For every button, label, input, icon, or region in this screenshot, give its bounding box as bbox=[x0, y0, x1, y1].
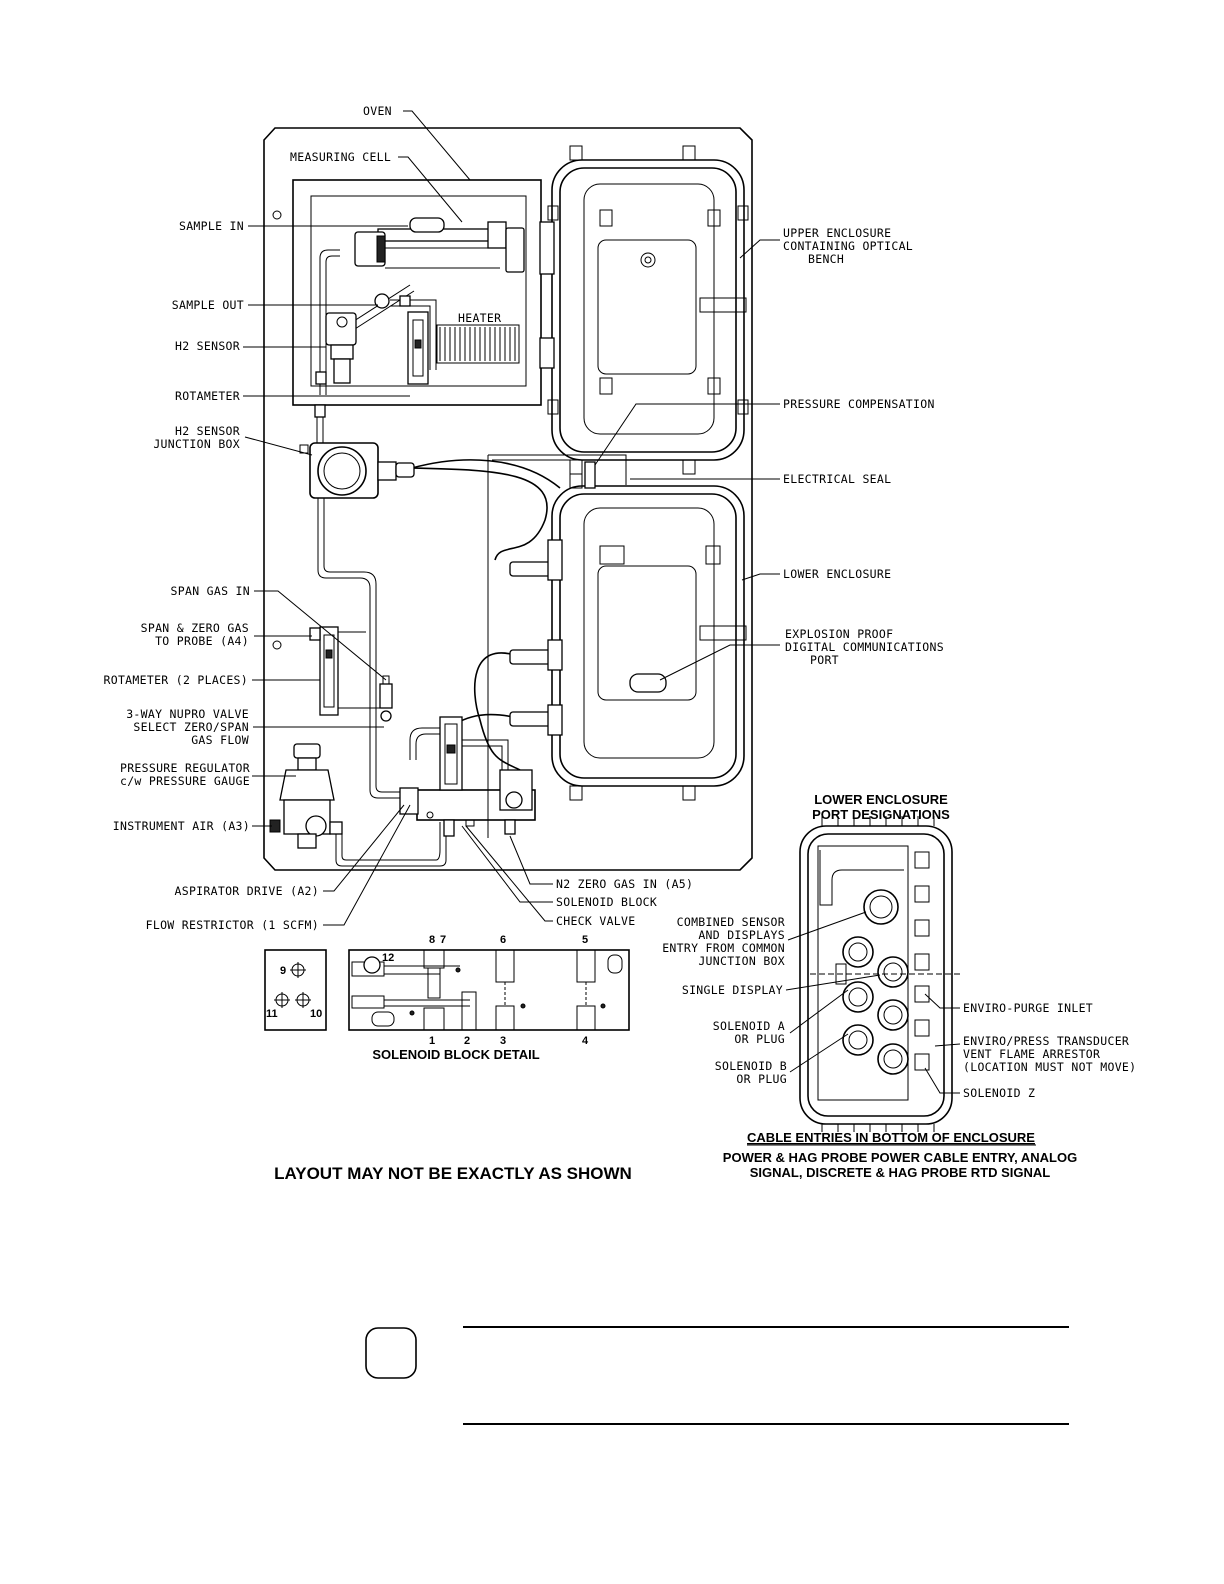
label-heater: HEATER bbox=[458, 311, 501, 325]
nupro-valve bbox=[379, 675, 393, 722]
port-leader-lines bbox=[785, 911, 961, 1094]
port-9: 9 bbox=[280, 965, 286, 977]
label-solenoid-z: SOLENOID Z bbox=[963, 1086, 1035, 1100]
solenoid-block-detail bbox=[264, 949, 630, 1031]
label-instrument-air: INSTRUMENT AIR (A3) bbox=[113, 819, 250, 833]
port-title-2: PORT DESIGNATIONS bbox=[812, 807, 950, 822]
label-regulator-1: PRESSURE REGULATOR bbox=[120, 761, 250, 775]
label-enviro-press-1: ENVIRO/PRESS TRANSDUCER bbox=[963, 1034, 1129, 1048]
port-title-1: LOWER ENCLOSURE bbox=[814, 792, 948, 807]
port-4: 4 bbox=[582, 1035, 589, 1047]
label-electrical-seal: ELECTRICAL SEAL bbox=[783, 472, 891, 486]
label-span-zero-2: TO PROBE (A4) bbox=[155, 634, 249, 648]
upper-enclosure bbox=[539, 159, 747, 461]
port-8: 8 bbox=[429, 934, 435, 946]
solenoid-block bbox=[399, 716, 536, 837]
lower-enclosure bbox=[551, 473, 747, 801]
label-solenoid-a-2: OR PLUG bbox=[734, 1032, 785, 1046]
rotameter-left bbox=[309, 626, 380, 716]
upper-bolts bbox=[547, 145, 749, 475]
cable-line-2: SIGNAL, DISCRETE & HAG PROBE RTD SIGNAL bbox=[750, 1165, 1051, 1180]
leader-lines bbox=[243, 110, 780, 926]
label-solenoid-block: SOLENOID BLOCK bbox=[556, 895, 657, 909]
label-combined-3: ENTRY FROM COMMON bbox=[662, 941, 785, 955]
label-measuring-cell: MEASURING CELL bbox=[290, 150, 391, 164]
pressure-regulator bbox=[269, 743, 343, 849]
port-5: 5 bbox=[582, 934, 588, 946]
port-11: 11 bbox=[266, 1008, 278, 1020]
port-3: 3 bbox=[500, 1035, 506, 1047]
label-xp-1: EXPLOSION PROOF bbox=[785, 627, 893, 641]
h2-junction-box bbox=[299, 417, 415, 499]
label-flow-restrictor: FLOW RESTRICTOR (1 SCFM) bbox=[146, 918, 319, 932]
label-combined-4: JUNCTION BOX bbox=[698, 954, 785, 968]
label-nupro-3: GAS FLOW bbox=[191, 733, 249, 747]
port-6: 6 bbox=[500, 934, 506, 946]
label-upper-2: CONTAINING OPTICAL bbox=[783, 239, 913, 253]
label-rotameter: ROTAMETER bbox=[175, 389, 240, 403]
label-regulator-2: c/w PRESSURE GAUGE bbox=[120, 774, 250, 788]
label-pressure-comp: PRESSURE COMPENSATION bbox=[783, 397, 935, 411]
label-oven: OVEN bbox=[363, 104, 392, 118]
label-enviro-press-3: (LOCATION MUST NOT MOVE) bbox=[963, 1060, 1136, 1074]
label-sample-out: SAMPLE OUT bbox=[172, 298, 244, 312]
mounting-hole bbox=[272, 210, 282, 220]
label-upper-1: UPPER ENCLOSURE bbox=[783, 226, 891, 240]
label-lower-enclosure: LOWER ENCLOSURE bbox=[783, 567, 891, 581]
label-xp-2: DIGITAL COMMUNICATIONS bbox=[785, 640, 944, 654]
port-2: 2 bbox=[464, 1035, 470, 1047]
label-combined-1: COMBINED SENSOR bbox=[677, 915, 785, 929]
oven bbox=[292, 179, 542, 418]
label-single-display: SINGLE DISPLAY bbox=[682, 983, 783, 997]
label-h2-sensor: H2 SENSOR bbox=[175, 339, 240, 353]
label-aspirator: ASPIRATOR DRIVE (A2) bbox=[175, 884, 319, 898]
label-enviro-purge: ENVIRO-PURGE INLET bbox=[963, 1001, 1093, 1015]
cable-title: CABLE ENTRIES IN BOTTOM OF ENCLOSURE bbox=[747, 1130, 1035, 1145]
port-designations-enclosure bbox=[799, 816, 960, 1132]
label-nupro-2: SELECT ZERO/SPAN bbox=[133, 720, 249, 734]
label-xp-3: PORT bbox=[810, 653, 839, 667]
label-solenoid-detail: SOLENOID BLOCK DETAIL bbox=[372, 1047, 539, 1062]
label-h2-junction-2: JUNCTION BOX bbox=[153, 437, 240, 451]
label-upper-3: BENCH bbox=[808, 252, 844, 266]
port-10: 10 bbox=[310, 1008, 322, 1020]
label-solenoid-b-1: SOLENOID B bbox=[715, 1059, 787, 1073]
port-12: 12 bbox=[382, 952, 394, 964]
label-nupro-1: 3-WAY NUPRO VALVE bbox=[126, 707, 249, 721]
label-n2-zero: N2 ZERO GAS IN (A5) bbox=[556, 877, 693, 891]
layout-note: LAYOUT MAY NOT BE EXACTLY AS SHOWN bbox=[274, 1164, 632, 1183]
label-span-gas-in: SPAN GAS IN bbox=[171, 584, 250, 598]
label-sample-in: SAMPLE IN bbox=[179, 219, 244, 233]
label-h2-junction-1: H2 SENSOR bbox=[175, 424, 240, 438]
label-rotameter-2: ROTAMETER (2 PLACES) bbox=[104, 673, 248, 687]
label-solenoid-b-2: OR PLUG bbox=[736, 1072, 787, 1086]
port-7: 7 bbox=[440, 934, 446, 946]
label-solenoid-a-1: SOLENOID A bbox=[713, 1019, 785, 1033]
label-span-zero-1: SPAN & ZERO GAS bbox=[141, 621, 249, 635]
label-check-valve: CHECK VALVE bbox=[556, 914, 635, 928]
mounting-hole bbox=[272, 640, 282, 650]
note-icon-box bbox=[365, 1327, 417, 1379]
cable-line-1: POWER & HAG PROBE POWER CABLE ENTRY, ANA… bbox=[723, 1150, 1077, 1165]
backplate bbox=[263, 127, 753, 871]
label-enviro-press-2: VENT FLAME ARRESTOR bbox=[963, 1047, 1100, 1061]
heater bbox=[436, 324, 520, 364]
port-1: 1 bbox=[429, 1035, 435, 1047]
label-combined-2: AND DISPLAYS bbox=[698, 928, 785, 942]
